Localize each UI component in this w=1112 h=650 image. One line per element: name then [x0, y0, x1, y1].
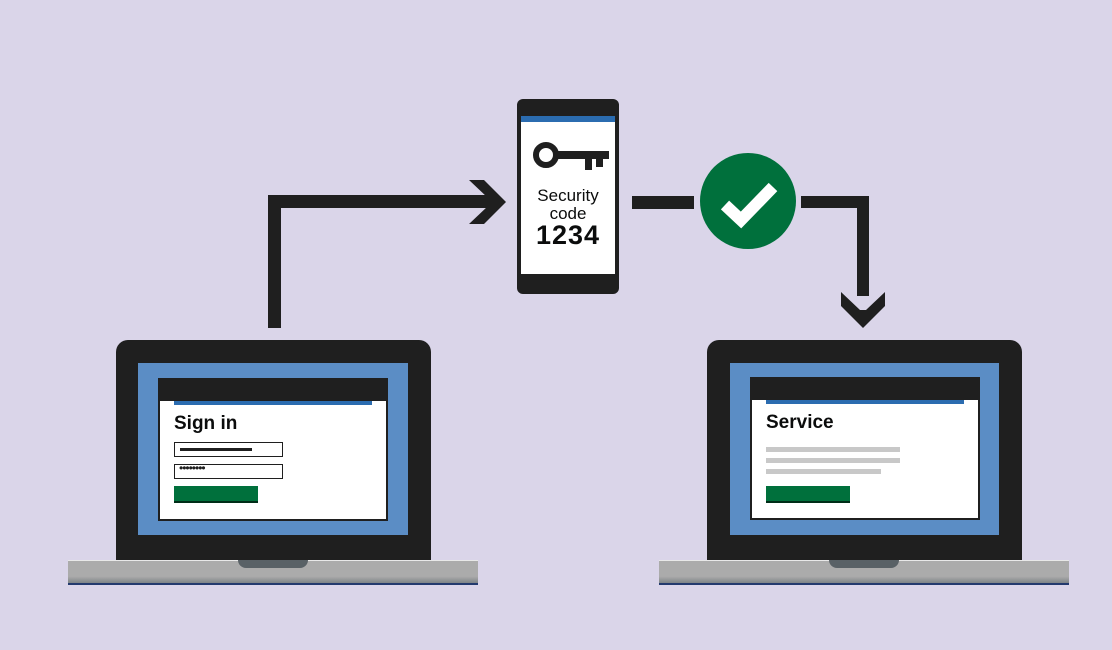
browser-header-stripe [766, 400, 964, 404]
content-line [766, 458, 900, 463]
browser-header-bar [160, 380, 386, 401]
phone: Security code 1234 [517, 99, 619, 294]
connector-phone-to-check [632, 196, 694, 209]
verified-check-badge [700, 153, 796, 249]
service-browser-window: Service [750, 377, 980, 520]
key-icon [533, 142, 609, 170]
sign-in-button[interactable] [174, 486, 258, 503]
sign-in-browser-window: Sign in •••••••• [158, 378, 388, 521]
arrow-service-horizontal [801, 196, 869, 208]
laptop-base-shadow-line [68, 583, 478, 585]
phone-header-stripe [521, 116, 615, 122]
laptop-notch [238, 560, 308, 568]
security-label-line2: code [549, 204, 587, 223]
username-value [180, 448, 252, 451]
check-icon [720, 182, 778, 229]
arrow-signin-vertical [268, 195, 281, 328]
password-mask: •••••••• [179, 461, 206, 475]
arrowhead-right-icon [469, 180, 506, 224]
content-line [766, 447, 900, 452]
security-label-line1: Security [537, 186, 599, 205]
laptop-base-shadow-line [659, 583, 1069, 585]
browser-header-stripe [174, 401, 372, 405]
arrowhead-down-icon [841, 292, 885, 328]
service-continue-button[interactable] [766, 486, 850, 503]
service-title: Service [766, 412, 834, 433]
browser-header-bar [752, 379, 978, 400]
sign-in-title: Sign in [174, 413, 238, 434]
laptop-notch [829, 560, 899, 568]
arrow-signin-horizontal [268, 195, 490, 208]
phone-screen: Security code 1234 [521, 116, 615, 274]
arrow-service-vertical [857, 196, 869, 296]
password-field[interactable]: •••••••• [174, 461, 283, 479]
username-field[interactable] [174, 442, 283, 457]
content-line [766, 469, 881, 474]
security-code-value: 1234 [535, 220, 601, 250]
